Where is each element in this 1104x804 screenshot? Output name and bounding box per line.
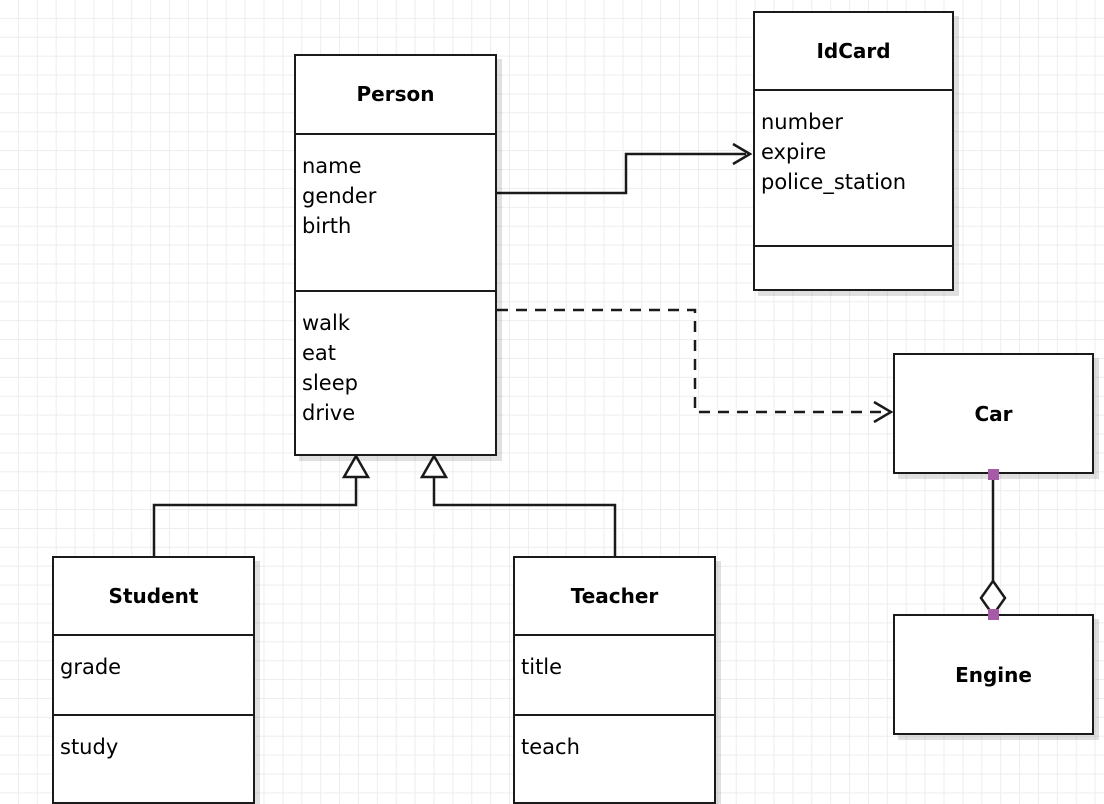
class-box-student[interactable]: Student grade study bbox=[52, 556, 255, 804]
class-title-car: Car bbox=[974, 401, 1013, 426]
class-member: gender bbox=[302, 183, 377, 208]
open-arrowhead-icon bbox=[873, 400, 894, 424]
class-member: title bbox=[521, 655, 563, 680]
class-methods-teacher: teach bbox=[515, 713, 714, 802]
class-box-teacher[interactable]: Teacher title teach bbox=[513, 556, 716, 804]
edge-person-idcard[interactable] bbox=[497, 142, 753, 195]
edge-endpoint-handle-car[interactable] bbox=[988, 469, 999, 480]
edge-person-car[interactable] bbox=[497, 308, 894, 424]
class-attributes-student: grade bbox=[54, 634, 253, 713]
class-title-idcard: IdCard bbox=[816, 38, 891, 63]
class-attributes-person: name gender birth bbox=[296, 132, 495, 290]
class-member: study bbox=[60, 734, 119, 759]
class-methods-idcard bbox=[755, 244, 952, 289]
class-member: birth bbox=[302, 213, 352, 238]
class-box-idcard[interactable]: IdCard number expire police_station bbox=[753, 11, 954, 291]
class-box-engine[interactable]: Engine bbox=[893, 614, 1094, 735]
class-member: police_station bbox=[761, 169, 907, 194]
hollow-triangle-arrowhead-icon bbox=[341, 453, 371, 479]
class-member: number bbox=[761, 109, 843, 134]
hollow-triangle-arrowhead-icon bbox=[419, 453, 449, 479]
open-arrowhead-icon bbox=[732, 142, 753, 166]
class-member: teach bbox=[521, 734, 580, 759]
class-member: walk bbox=[302, 310, 351, 335]
edge-car-engine[interactable] bbox=[979, 474, 1007, 618]
class-title-person: Person bbox=[356, 82, 435, 107]
class-member: drive bbox=[302, 400, 356, 425]
class-title-student: Student bbox=[108, 584, 199, 609]
class-member: grade bbox=[60, 655, 122, 680]
class-member: name bbox=[302, 153, 362, 178]
class-member: eat bbox=[302, 340, 337, 365]
class-title-teacher: Teacher bbox=[570, 584, 659, 609]
class-member: sleep bbox=[302, 370, 358, 395]
class-attributes-teacher: title bbox=[515, 634, 714, 713]
class-box-car[interactable]: Car bbox=[893, 353, 1094, 474]
edge-teacher-person[interactable] bbox=[419, 453, 617, 556]
class-attributes-idcard: number expire police_station bbox=[755, 88, 952, 245]
class-box-person[interactable]: Person name gender birth walk eat sleep … bbox=[294, 54, 497, 456]
class-title-engine: Engine bbox=[955, 662, 1032, 687]
class-methods-student: study bbox=[54, 713, 253, 802]
class-member: expire bbox=[761, 139, 827, 164]
edge-endpoint-handle-engine[interactable] bbox=[988, 609, 999, 620]
edge-student-person[interactable] bbox=[152, 453, 371, 556]
class-methods-person: walk eat sleep drive bbox=[296, 289, 495, 454]
